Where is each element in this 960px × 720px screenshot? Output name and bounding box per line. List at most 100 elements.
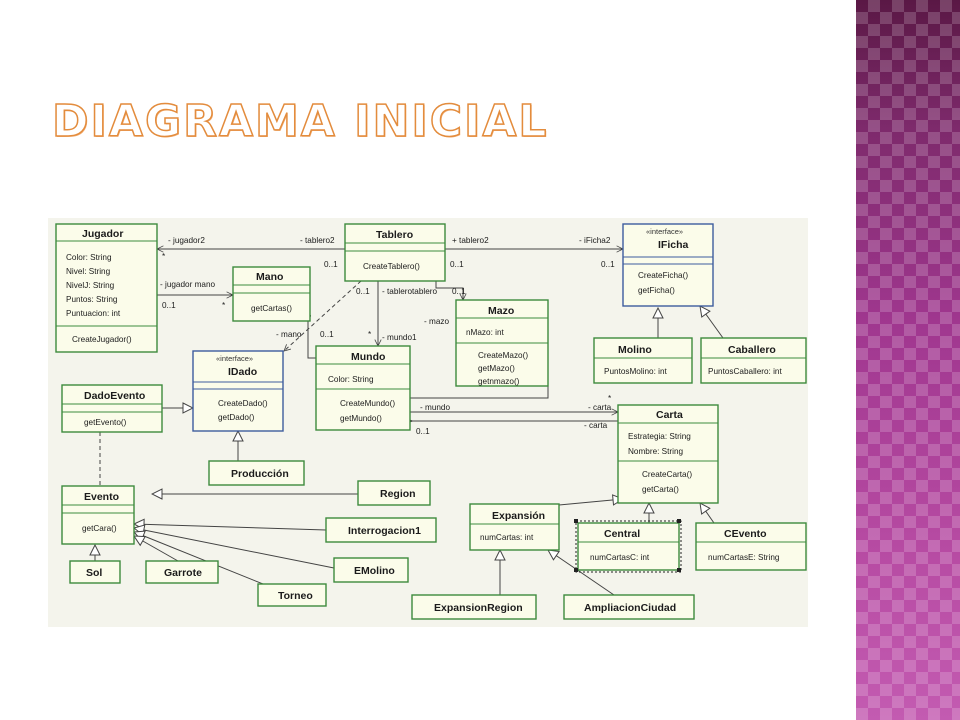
svg-text:getMundo(): getMundo()	[340, 414, 382, 423]
svg-text:CreateJugador(): CreateJugador()	[72, 335, 132, 344]
class-region[interactable]: Region	[357, 480, 431, 506]
svg-text:*: *	[608, 394, 612, 403]
gen-garrote-evento	[134, 536, 179, 562]
svg-text:- jugador2: - jugador2	[168, 236, 205, 245]
class-molino[interactable]: Molino PuntosMolino: int	[593, 337, 693, 384]
svg-text:getMazo(): getMazo()	[478, 364, 515, 373]
svg-text:0..1: 0..1	[324, 260, 338, 269]
class-dadoevento[interactable]: DadoEvento getEvento()	[61, 384, 163, 433]
dep-tablero-idado	[284, 280, 362, 351]
svg-text:- tablerotablero: - tablerotablero	[382, 287, 438, 296]
svg-text:CreateMazo(): CreateMazo()	[478, 351, 528, 360]
svg-text:CreateDado(): CreateDado()	[218, 399, 268, 408]
class-mano[interactable]: Mano getCartas()	[232, 266, 311, 322]
svg-text:0..1: 0..1	[356, 287, 370, 296]
svg-text:Mazo: Mazo	[488, 305, 514, 317]
class-cevento[interactable]: CEvento numCartasE: String	[695, 522, 807, 571]
class-carta[interactable]: Carta Estrategia: String Nombre: String …	[617, 404, 719, 504]
svg-text:0..1: 0..1	[416, 427, 430, 436]
svg-text:0..1: 0..1	[601, 260, 615, 269]
svg-text:«interface»: «interface»	[646, 227, 683, 236]
class-mundo[interactable]: Mundo Color: String CreateMundo() getMun…	[315, 345, 411, 431]
svg-text:- mazo: - mazo	[424, 317, 449, 326]
class-expansionregion[interactable]: ExpansionRegion	[411, 594, 537, 620]
svg-text:PuntosCaballero: int: PuntosCaballero: int	[708, 367, 782, 376]
svg-text:Expansión: Expansión	[492, 510, 545, 522]
svg-text:PuntosMolino: int: PuntosMolino: int	[604, 367, 668, 376]
svg-text:numCartas: int: numCartas: int	[480, 533, 534, 542]
decorative-side-band	[856, 0, 960, 720]
svg-text:«interface»: «interface»	[216, 354, 253, 363]
svg-text:Interrogacion1: Interrogacion1	[348, 525, 421, 537]
class-mazo[interactable]: Mazo nMazo: int CreateMazo() getMazo() g…	[455, 299, 549, 387]
relationship-labels: - jugador2 - tablero2 * 0..1 + tablero2 …	[160, 236, 615, 436]
svg-text:- mano: - mano	[276, 330, 302, 339]
uml-classes: Jugador Color: String Nivel: String Nive…	[55, 223, 807, 620]
svg-text:CreateCarta(): CreateCarta()	[642, 470, 692, 479]
class-caballero[interactable]: Caballero PuntosCaballero: int	[700, 337, 807, 384]
svg-text:- jugador mano: - jugador mano	[160, 280, 216, 289]
class-sol[interactable]: Sol	[69, 560, 121, 584]
class-tablero[interactable]: Tablero CreateTablero()	[344, 223, 446, 282]
gen-emolino-evento	[134, 528, 335, 569]
svg-text:getCarta(): getCarta()	[642, 485, 679, 494]
svg-text:numCartasE: String: numCartasE: String	[708, 553, 780, 562]
class-garrote[interactable]: Garrote	[145, 560, 219, 584]
interface-idado[interactable]: «interface» IDado CreateDado() getDado()	[192, 350, 284, 432]
class-name: Jugador	[82, 228, 123, 240]
svg-text:ExpansionRegion: ExpansionRegion	[434, 602, 523, 614]
svg-text:IFicha: IFicha	[658, 239, 689, 251]
svg-text:Region: Region	[380, 488, 416, 500]
svg-text:Garrote: Garrote	[164, 567, 202, 579]
svg-text:EMolino: EMolino	[354, 565, 395, 577]
svg-text:Tablero: Tablero	[376, 229, 413, 241]
class-ampliacionciudad[interactable]: AmpliacionCiudad	[563, 594, 695, 620]
svg-text:NivelJ: String: NivelJ: String	[66, 281, 115, 290]
gen-torneo-evento	[134, 532, 269, 587]
svg-text:Carta: Carta	[656, 409, 683, 421]
class-evento[interactable]: Evento getCara()	[61, 485, 135, 545]
svg-text:+ tablero2: + tablero2	[452, 236, 489, 245]
class-emolino[interactable]: EMolino	[333, 557, 409, 583]
svg-text:getCartas(): getCartas()	[251, 304, 292, 313]
svg-text:Nivel: String: Nivel: String	[66, 267, 111, 276]
svg-text:getDado(): getDado()	[218, 413, 255, 422]
class-interrogacion1[interactable]: Interrogacion1	[325, 517, 437, 543]
gen-interrogacion-evento	[134, 524, 327, 531]
class-expansion[interactable]: Expansión numCartas: int	[469, 503, 560, 551]
svg-text:- carta: - carta	[588, 403, 612, 412]
class-produccion[interactable]: Producción	[208, 460, 305, 486]
svg-text:getCara(): getCara()	[82, 524, 117, 533]
assoc-tablero-mazo	[436, 281, 463, 300]
svg-text:Mundo: Mundo	[351, 351, 385, 363]
svg-text:Color: String: Color: String	[328, 375, 374, 384]
svg-text:getnmazo(): getnmazo()	[478, 377, 520, 386]
gen-expansion-carta	[558, 499, 623, 505]
svg-text:Molino: Molino	[618, 344, 652, 356]
realize-caballero-ificha	[700, 306, 724, 339]
svg-text:Estrategia: String: Estrategia: String	[628, 432, 691, 441]
svg-text:Sol: Sol	[86, 567, 102, 579]
relationship-lines	[95, 249, 724, 596]
svg-text:*: *	[222, 301, 226, 310]
assoc-mano-mundo	[308, 321, 316, 359]
svg-text:- carta: - carta	[584, 421, 608, 430]
interface-ificha[interactable]: «interface» IFicha CreateFicha() getFich…	[622, 223, 714, 307]
svg-text:0..1: 0..1	[320, 330, 334, 339]
svg-text:Color: String: Color: String	[66, 253, 112, 262]
svg-text:- tablero2: - tablero2	[300, 236, 335, 245]
svg-text:Caballero: Caballero	[728, 344, 776, 356]
class-torneo[interactable]: Torneo	[257, 583, 327, 607]
link-mundo-mazo	[410, 386, 549, 399]
svg-text:0..1: 0..1	[450, 260, 464, 269]
svg-text:CreateTablero(): CreateTablero()	[363, 262, 420, 271]
class-jugador[interactable]: Jugador Color: String Nivel: String Nive…	[55, 223, 158, 353]
svg-text:nMazo: int: nMazo: int	[466, 328, 504, 337]
class-central[interactable]: Central numCartasC: int	[574, 519, 682, 573]
slide-title: DIAGRAMA INICIAL	[51, 95, 549, 148]
svg-text:Evento: Evento	[84, 491, 119, 503]
svg-text:numCartasC: int: numCartasC: int	[590, 553, 650, 562]
uml-class-diagram: Jugador Color: String Nivel: String Nive…	[48, 218, 808, 627]
svg-text:Mano: Mano	[256, 271, 283, 283]
svg-text:- iFicha2: - iFicha2	[579, 236, 611, 245]
